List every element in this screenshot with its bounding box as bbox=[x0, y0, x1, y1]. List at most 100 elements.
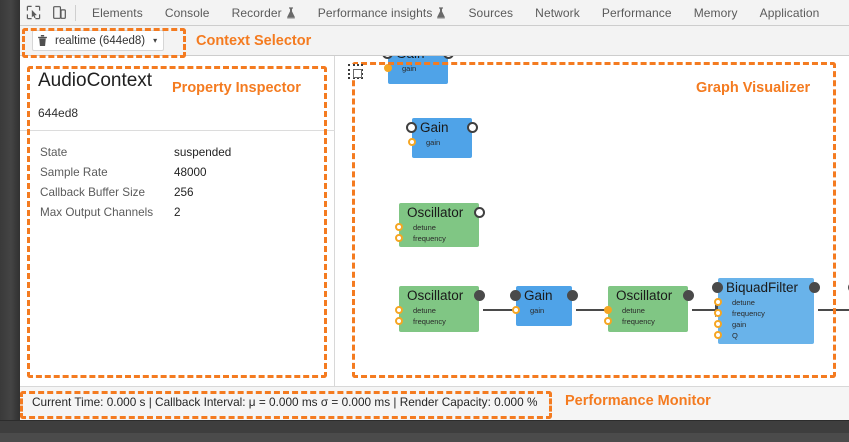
devtools-tabbar: Elements Console Recorder Performance in… bbox=[20, 0, 849, 26]
audio-param-detune[interactable]: detune bbox=[395, 222, 479, 233]
audio-param-label: gain bbox=[426, 138, 441, 147]
audio-param-gain[interactable]: gain bbox=[714, 319, 814, 330]
audio-node-input-port[interactable] bbox=[406, 122, 417, 133]
audio-param-gain[interactable]: gain bbox=[408, 137, 472, 148]
graph-edge bbox=[576, 309, 618, 311]
tab-label: Console bbox=[164, 5, 210, 20]
tab-performance[interactable]: Performance bbox=[591, 2, 683, 24]
audio-param-detune[interactable]: detune bbox=[604, 305, 688, 316]
audio-param-gain[interactable]: gain bbox=[384, 63, 448, 74]
property-key: Max Output Channels bbox=[40, 205, 154, 219]
graph-edge bbox=[818, 309, 849, 311]
audio-param-label: detune bbox=[413, 306, 436, 315]
audio-node-output-port[interactable] bbox=[474, 290, 485, 301]
audio-node-osc-chain-1[interactable]: Oscillator detune frequency bbox=[395, 286, 485, 332]
audio-param-port[interactable] bbox=[714, 331, 722, 339]
audio-param-port[interactable] bbox=[395, 306, 403, 314]
annotation-label-context-selector: Context Selector bbox=[196, 33, 312, 49]
trash-icon bbox=[38, 35, 47, 46]
audio-param-port[interactable] bbox=[512, 306, 520, 314]
audio-param-port[interactable] bbox=[395, 234, 403, 242]
tab-label: Network bbox=[535, 5, 580, 20]
property-inspector: AudioContext 644ed8 State suspended Samp… bbox=[20, 56, 335, 386]
audio-param-port[interactable] bbox=[714, 298, 722, 306]
webaudio-main: AudioContext 644ed8 State suspended Samp… bbox=[20, 56, 849, 386]
webaudio-toolbar: realtime (644ed8) ▾ bbox=[20, 26, 849, 56]
tab-label: Performance bbox=[601, 5, 672, 20]
audio-node-input-port[interactable] bbox=[712, 282, 723, 293]
audio-node-title: Oscillator bbox=[616, 288, 673, 303]
property-value: 48000 bbox=[174, 165, 207, 179]
audio-node-title: Gain bbox=[388, 56, 448, 62]
audio-param-port[interactable] bbox=[384, 64, 392, 72]
audio-param-port[interactable] bbox=[714, 320, 722, 328]
audio-param-label: frequency bbox=[413, 317, 446, 326]
audio-param-frequency[interactable]: frequency bbox=[395, 316, 479, 327]
inspector-divider bbox=[20, 130, 335, 131]
tab-sources[interactable]: Sources bbox=[457, 2, 524, 24]
inspect-element-button[interactable] bbox=[20, 1, 46, 25]
toolbar-divider bbox=[75, 4, 76, 21]
tab-label: Elements bbox=[92, 5, 143, 20]
device-toolbar-button[interactable] bbox=[46, 1, 72, 25]
audio-param-port[interactable] bbox=[395, 317, 403, 325]
property-value: 2 bbox=[174, 205, 181, 219]
audio-param-port[interactable] bbox=[604, 317, 612, 325]
tab-label: Sources bbox=[468, 5, 514, 20]
audio-node-output-port[interactable] bbox=[567, 290, 578, 301]
audio-node-output-port[interactable] bbox=[809, 282, 820, 293]
audio-node-input-port[interactable] bbox=[510, 290, 521, 301]
audio-param-frequency[interactable]: frequency bbox=[604, 316, 688, 327]
audio-param-Q[interactable]: Q bbox=[714, 330, 814, 341]
audio-node-output-port[interactable] bbox=[474, 207, 485, 218]
tab-performance-insights[interactable]: Performance insights bbox=[307, 2, 458, 24]
audio-node-title: Oscillator bbox=[407, 288, 464, 303]
audio-param-port[interactable] bbox=[395, 223, 403, 231]
audio-param-label: Q bbox=[732, 331, 738, 340]
tab-application[interactable]: Application bbox=[749, 2, 831, 24]
context-property-table: State suspended Sample Rate 48000 Callba… bbox=[40, 142, 320, 222]
audio-param-detune[interactable]: detune bbox=[714, 297, 814, 308]
tab-elements[interactable]: Elements bbox=[81, 2, 154, 24]
audio-param-port[interactable] bbox=[714, 309, 722, 317]
context-selector-value: realtime (644ed8) bbox=[55, 34, 146, 47]
audio-param-frequency[interactable]: frequency bbox=[395, 233, 479, 244]
tab-memory[interactable]: Memory bbox=[683, 2, 749, 24]
audio-node-title: Gain bbox=[524, 288, 553, 303]
context-selector-dropdown[interactable]: realtime (644ed8) ▾ bbox=[32, 30, 165, 51]
devtools-panel: Elements Console Recorder Performance in… bbox=[20, 0, 849, 420]
performance-monitor: Current Time: 0.000 s | Callback Interva… bbox=[20, 386, 849, 420]
browser-bottom-chrome-edge bbox=[0, 433, 849, 442]
graph-edge bbox=[483, 309, 525, 311]
audio-param-label: detune bbox=[413, 223, 436, 232]
table-row: Callback Buffer Size 256 bbox=[40, 182, 320, 202]
audio-param-port[interactable] bbox=[604, 306, 612, 314]
audio-param-label: frequency bbox=[622, 317, 655, 326]
tab-console[interactable]: Console bbox=[154, 2, 221, 24]
context-id: 644ed8 bbox=[38, 106, 79, 120]
audio-param-gain[interactable]: gain bbox=[512, 305, 572, 316]
audio-param-label: detune bbox=[732, 298, 755, 307]
graph-visualizer[interactable]: Graph Visualizer GaingainGaingainOscilla… bbox=[336, 56, 849, 386]
audio-param-port[interactable] bbox=[408, 138, 416, 146]
performance-monitor-annotation: Performance Monitor bbox=[565, 393, 711, 409]
graph-resize-handle[interactable] bbox=[348, 64, 363, 79]
tab-label: Memory bbox=[693, 5, 738, 20]
tab-label: Recorder bbox=[231, 5, 282, 20]
audio-node-params: gain bbox=[512, 304, 572, 319]
audio-node-output-port[interactable] bbox=[683, 290, 694, 301]
audio-param-detune[interactable]: detune bbox=[395, 305, 479, 316]
audio-node-gain-chain[interactable]: Gain gain bbox=[510, 286, 578, 326]
audio-node-title: Oscillator bbox=[407, 205, 464, 220]
tab-recorder[interactable]: Recorder bbox=[221, 2, 307, 24]
audio-param-frequency[interactable]: frequency bbox=[714, 308, 814, 319]
graph-edge bbox=[692, 309, 724, 311]
audio-node-output-port[interactable] bbox=[467, 122, 478, 133]
tab-network[interactable]: Network bbox=[524, 2, 591, 24]
